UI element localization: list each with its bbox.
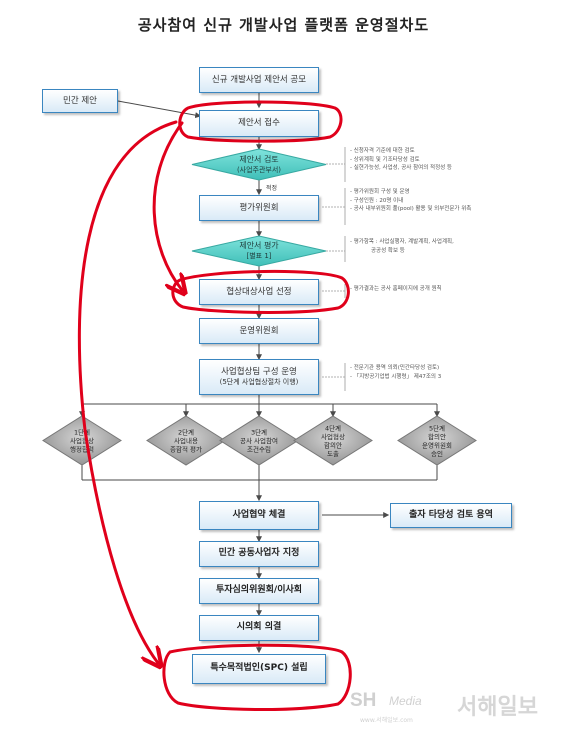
note-brackets bbox=[322, 147, 346, 391]
proposal-eval-sub: [별표 1] bbox=[246, 251, 271, 260]
team-notes: - 전문기관 용역 의뢰(민간타당성 검토) - 「지방공기업법 시행령」 제4… bbox=[350, 365, 442, 380]
page-title: 공사참여 신규 개발사업 플랫폼 운영절차도 bbox=[137, 16, 430, 34]
stage-4-shape bbox=[293, 415, 373, 466]
stage-1-line-2: 사업협상 bbox=[70, 436, 94, 445]
negotiation-team-box: 사업협상팀 구성 운영 (5단계 사업협상절차 이행) bbox=[199, 359, 319, 395]
stage-3-line-3: 조건수립 bbox=[247, 445, 271, 454]
stage-3-line-1: 3단계 bbox=[251, 428, 267, 437]
stage-4-line-4: 도출 bbox=[327, 449, 339, 458]
council-resolution-box: 시의회 의결 bbox=[199, 615, 319, 641]
review-ok-label: 적정 bbox=[266, 185, 277, 192]
investment-review-box: 투자심의위원회/이사회 bbox=[199, 578, 319, 604]
negotiation-team-sub: (5단계 사업협상절차 이행) bbox=[219, 377, 299, 386]
proposal-eval-title: 제안서 평가 bbox=[239, 240, 279, 250]
proposal-receipt-box: 제안서 접수 bbox=[199, 110, 319, 137]
watermark-media: Media bbox=[389, 694, 422, 708]
stage-4-line-1: 4단계 bbox=[325, 423, 341, 432]
stage-5-line-3: 운영위원회 bbox=[422, 440, 452, 449]
private-proposal-box: 민간 제안 bbox=[42, 89, 118, 113]
execution-contract-box: 사업협약 체결 bbox=[199, 501, 319, 530]
stage-2-line-3: 종합적 평가 bbox=[170, 445, 202, 454]
stage-2-shape bbox=[146, 415, 226, 466]
selection-notes: - 평가결과는 공사 홈페이지에 공개 원칙 bbox=[350, 286, 442, 292]
watermark-logo: SH bbox=[350, 690, 377, 711]
review-notes: - 신청자격 기준에 대한 검토 - 상위계획 및 기조타당성 검토 - 실현가… bbox=[350, 148, 452, 172]
watermark-site: www.서해일보.com bbox=[360, 717, 413, 724]
watermark: SH Media www.서해일보.com 서해일보 bbox=[345, 688, 555, 728]
proposal-review-sub: (사업주관부서) bbox=[237, 165, 281, 174]
stage-4-line-3: 합의안 bbox=[324, 440, 342, 449]
proposal-eval-diamond bbox=[191, 235, 327, 267]
stage-3-shape bbox=[219, 415, 299, 466]
stage-5-line-2: 합의안 bbox=[428, 432, 446, 441]
stage-3-line-2: 공사 사업참여 bbox=[240, 436, 278, 445]
red-highlights bbox=[77, 100, 352, 712]
proposal-submit-box: 신규 개발사업 제안서 공모 bbox=[199, 67, 319, 93]
stage-shapes bbox=[42, 415, 477, 466]
stage-1-line-3: 행정협력 bbox=[70, 445, 94, 454]
watermark-brand: 서해일보 bbox=[457, 695, 538, 720]
proposal-review-diamond bbox=[191, 148, 327, 181]
stage-2-line-2: 사업내용 bbox=[174, 436, 198, 445]
committee-notes: - 평가위원회 구성 및 운영 - 구성인원 : 20명 이내 - 공사 내부위… bbox=[350, 189, 472, 213]
stage-2-line-1: 2단계 bbox=[178, 428, 194, 437]
eval-committee-box: 평가위원회 bbox=[199, 195, 319, 221]
co-operator-box: 민간 공동사업자 지정 bbox=[199, 541, 319, 567]
operation-committee-box: 운영위원회 bbox=[199, 318, 319, 344]
stage-5-line-4: 승인 bbox=[431, 449, 443, 458]
stage-1-shape bbox=[42, 415, 122, 466]
stage-4-line-2: 사업협상 bbox=[321, 432, 345, 441]
evaluation-notes: - 평가항목 : 사업실행자, 계발계획, 사업계획, 공공성 확보 등 bbox=[350, 239, 454, 254]
stage-5-line-1: 5단계 bbox=[429, 423, 445, 432]
proposal-review-title: 제안서 검토 bbox=[239, 154, 278, 164]
negotiation-select-box: 협상대상사업 선정 bbox=[199, 279, 319, 305]
negotiation-team-title: 사업협상팀 구성 운영 bbox=[221, 367, 297, 378]
stage-5-shape bbox=[397, 415, 477, 466]
feasibility-service-box: 출자 타당성 검토 용역 bbox=[390, 503, 512, 528]
spc-establish-box: 특수목적법인(SPC) 설립 bbox=[192, 654, 326, 684]
stage-1-line-1: 1단계 bbox=[74, 428, 90, 437]
